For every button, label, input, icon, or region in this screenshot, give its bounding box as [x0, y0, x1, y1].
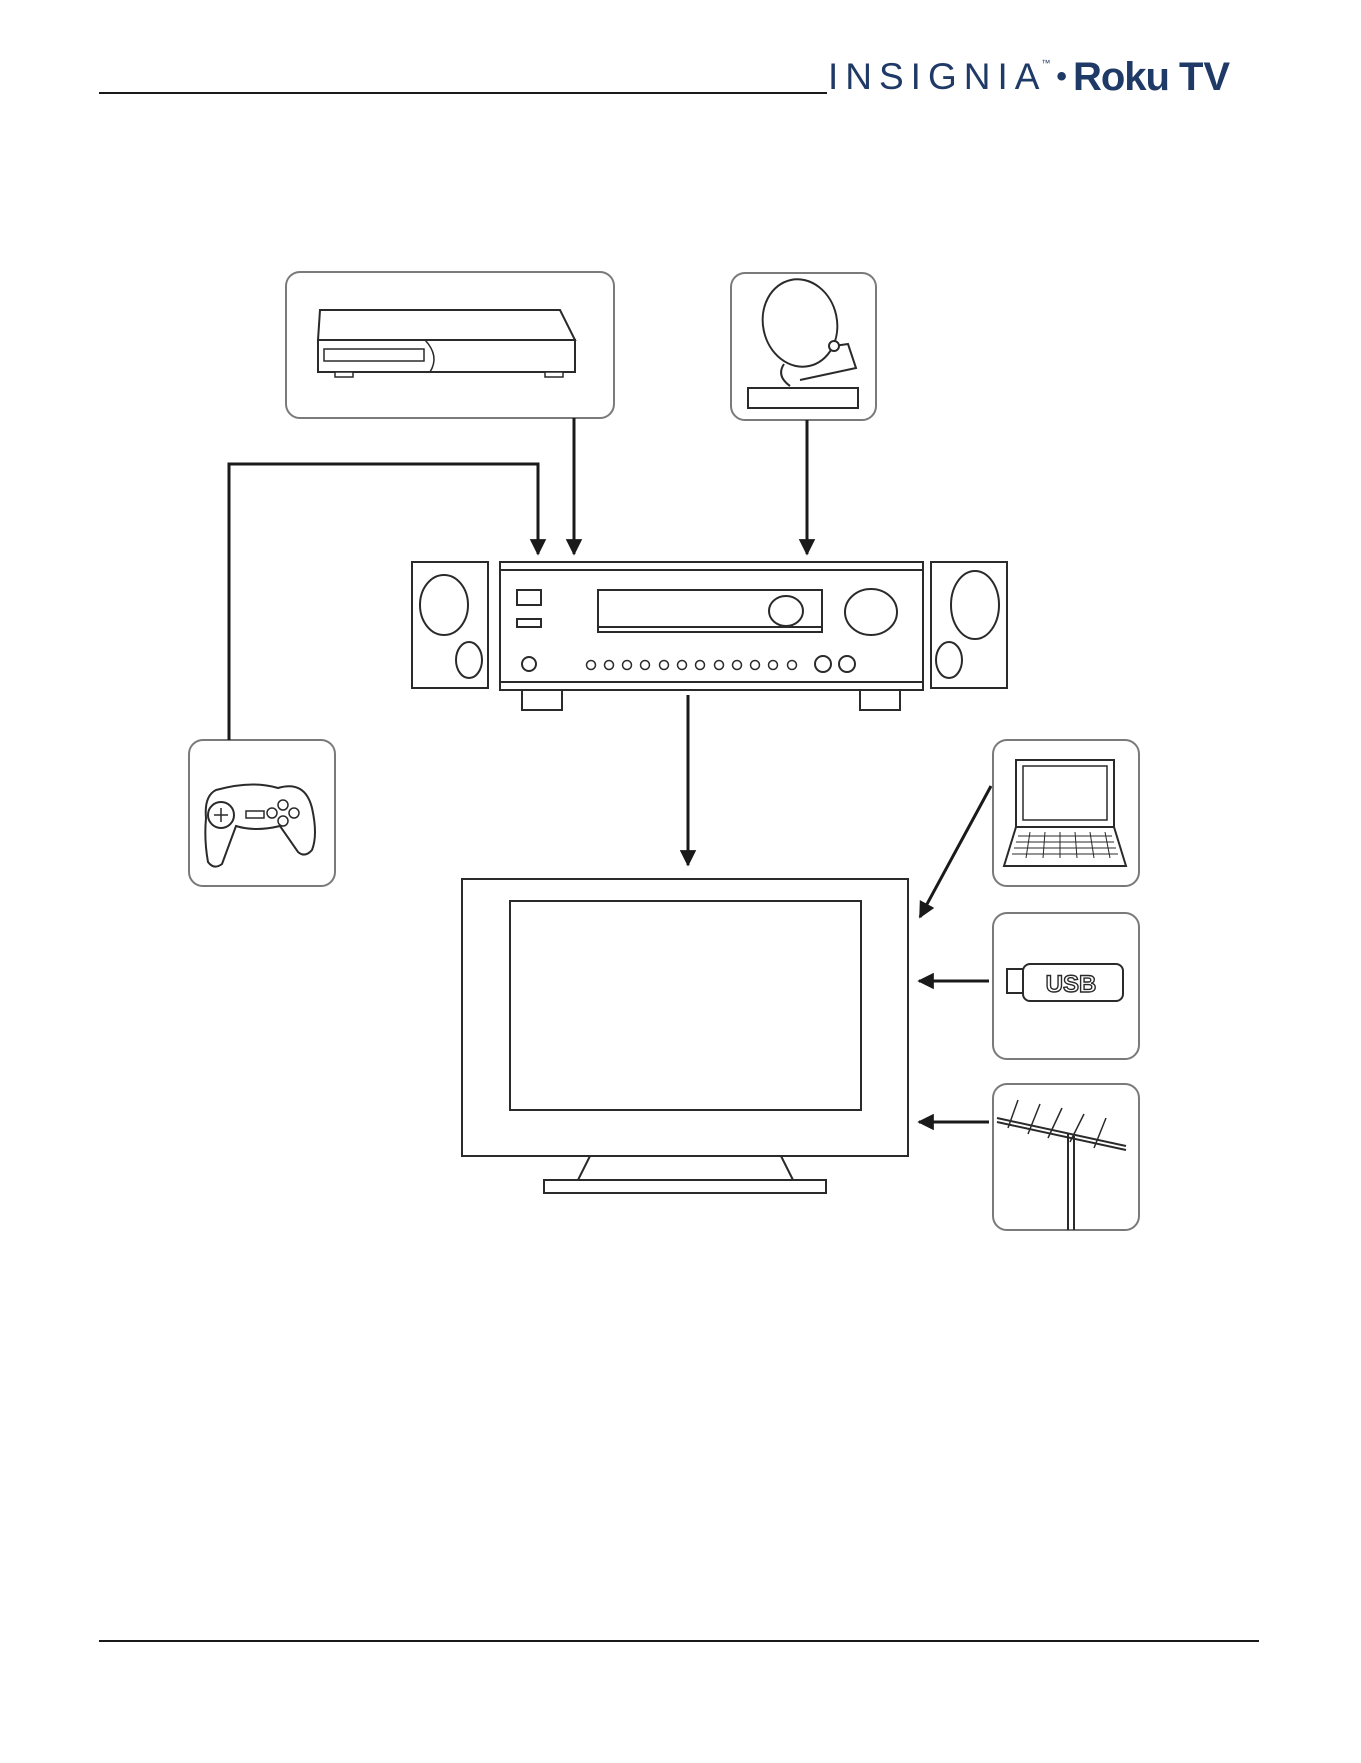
footer-rule [99, 1640, 1259, 1642]
av-receiver-group [412, 562, 1007, 710]
game-console-to-receiver-arrow [229, 464, 538, 740]
satellite-dish-box [731, 272, 876, 420]
usb-box: USB [993, 913, 1139, 1059]
speaker-icon [931, 562, 1007, 688]
laptop-box [993, 740, 1139, 886]
dvd-player-icon [318, 310, 575, 377]
game-console-box [189, 740, 335, 886]
speaker-icon [412, 562, 488, 688]
tv-icon [462, 879, 908, 1193]
antenna-box [993, 1084, 1139, 1230]
laptop-icon [1004, 760, 1126, 866]
av-receiver-icon [500, 562, 923, 710]
usb-label: USB [1046, 971, 1097, 998]
laptop-to-tv-arrow [920, 786, 991, 917]
usb-drive-icon: USB [1007, 964, 1123, 1001]
dvd-player-box [286, 272, 614, 418]
